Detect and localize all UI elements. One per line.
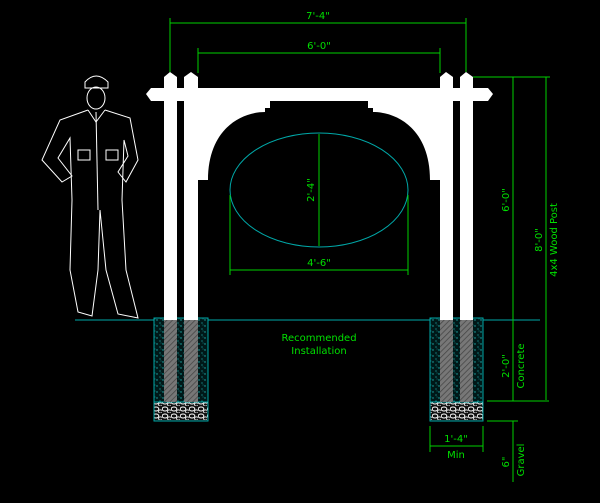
left-outer-post	[164, 72, 177, 320]
note-installation: Installation	[291, 346, 346, 357]
dim-concrete: 2'-0" Concrete	[487, 320, 549, 402]
inner-width-label: 6'-0"	[307, 41, 331, 52]
dim-oval-height: 2'-4"	[306, 134, 320, 246]
gravel-label: Gravel	[516, 444, 527, 477]
right-footing	[429, 317, 484, 422]
top-beam	[146, 88, 493, 101]
right-outer-post	[460, 72, 473, 320]
post-length-label: 8'-0"	[534, 228, 545, 252]
dim-footing-width: 1'-4" Min	[429, 426, 484, 461]
oval-sign	[229, 132, 409, 248]
dim-oval-width: 4'-6"	[229, 195, 409, 275]
dim-inner-width: 6'-0"	[197, 41, 441, 73]
dim-overall-width: 7'-4"	[169, 11, 467, 72]
left-footing	[153, 317, 209, 422]
left-bracket	[198, 101, 270, 180]
footing-min-label: Min	[447, 450, 465, 461]
concrete-label: Concrete	[516, 343, 527, 388]
gravel-depth-label: 6"	[501, 457, 512, 468]
left-inner-post	[184, 72, 198, 320]
dim-post-length: 8'-0" 4x4 Wood Post	[534, 77, 560, 400]
dim-post-height: 6'-0"	[473, 76, 550, 320]
concrete-depth-label: 2'-0"	[501, 354, 512, 378]
right-inner-post	[440, 72, 453, 320]
oval-width-label: 4'-6"	[307, 258, 331, 269]
oval-height-label: 2'-4"	[306, 178, 317, 202]
human-figure-scale	[41, 75, 139, 319]
right-bracket	[368, 101, 440, 180]
footing-width-label: 1'-4"	[444, 434, 468, 445]
overall-width-label: 7'-4"	[306, 11, 330, 22]
note-recommended: Recommended	[281, 333, 356, 344]
post-height-label: 6'-0"	[501, 188, 512, 212]
dim-gravel: 6" Gravel	[487, 420, 527, 482]
arbor-structure	[146, 72, 493, 320]
post-type-label: 4x4 Wood Post	[549, 203, 560, 277]
